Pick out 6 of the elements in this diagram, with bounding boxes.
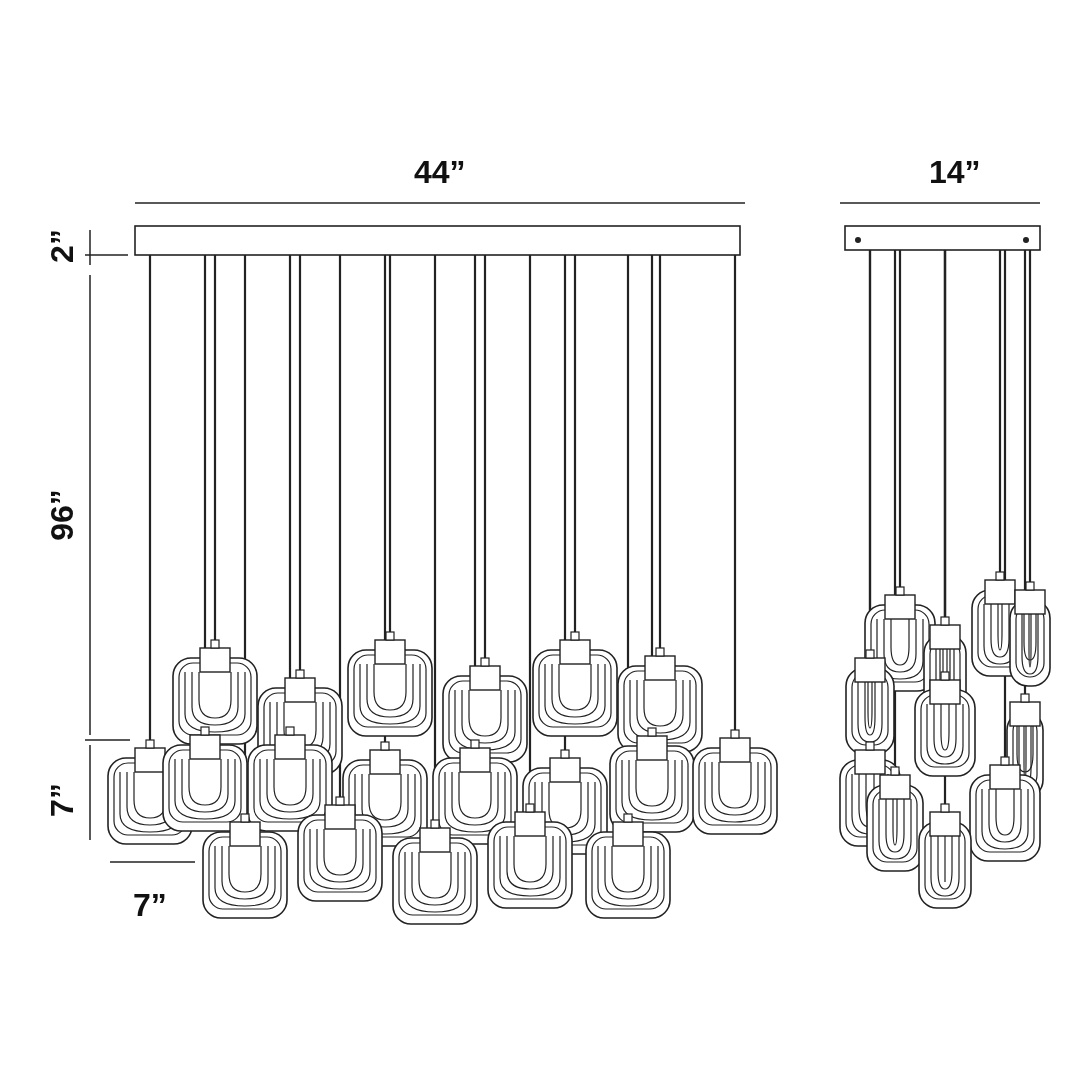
dimension-label: 14” — [929, 156, 981, 188]
dimension-label: 7” — [133, 889, 167, 921]
dimension-label: 7” — [45, 783, 78, 817]
dimension-label: 96” — [45, 489, 78, 541]
dimension-label: 44” — [414, 156, 466, 188]
dimension-label: 2” — [45, 229, 78, 263]
